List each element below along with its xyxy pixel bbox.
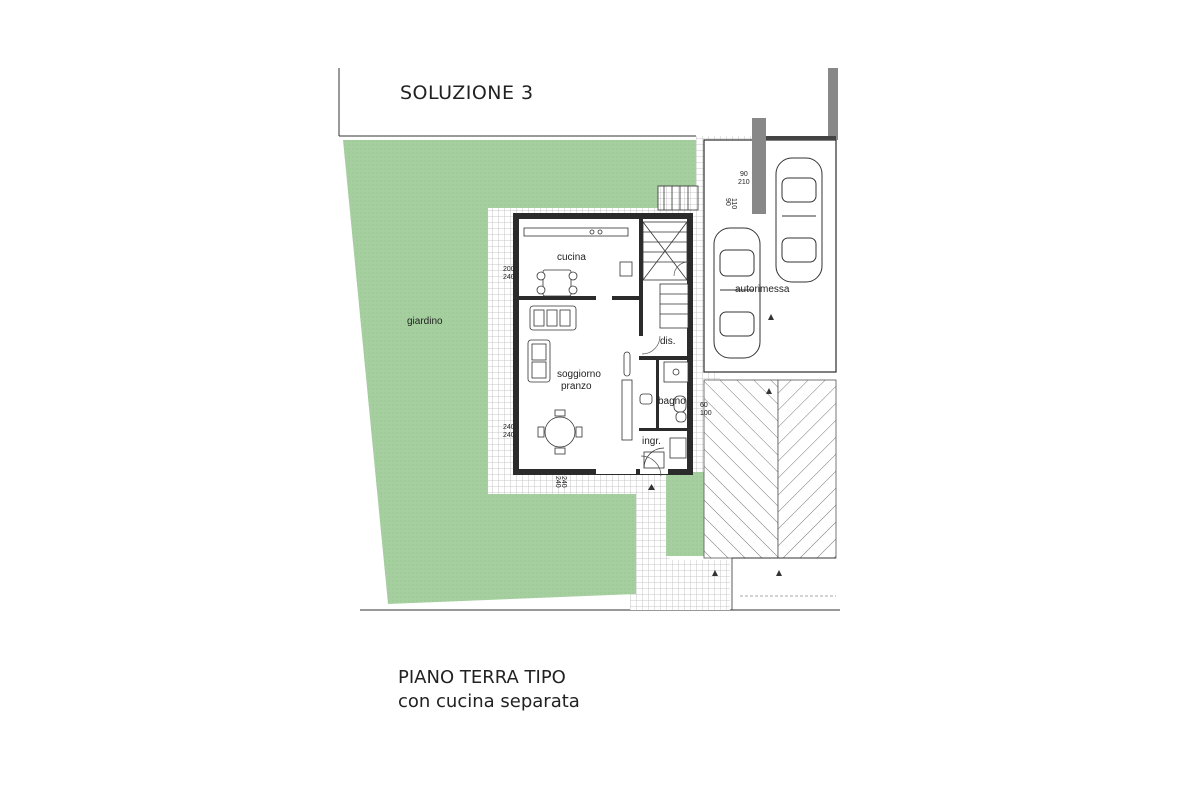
staircase: [642, 185, 699, 329]
room-label-giardino: giardino: [407, 316, 443, 327]
car-left: [713, 227, 761, 359]
room-label-cucina: cucina: [557, 252, 586, 263]
dim-bottom-top: 240: [560, 476, 567, 488]
dim-pranzo-top: 240: [503, 424, 515, 431]
caption-subtitle: con cucina separata: [398, 691, 580, 712]
room-label-pranzo: pranzo: [561, 381, 592, 392]
room-label-bagno: bagno: [658, 396, 686, 407]
dim-pranzo-bottom: 240: [503, 432, 515, 439]
dim-garage-door-bottom: 210: [738, 179, 750, 186]
caption-title: PIANO TERRA TIPO: [398, 667, 566, 688]
room-label-soggiorno: soggiorno: [557, 369, 601, 380]
car-right: [775, 157, 823, 283]
dim-garage-door-top: 90: [740, 171, 748, 178]
room-label-dis: dis.: [660, 336, 676, 347]
door-swings: [640, 261, 689, 477]
dim-cucina-bottom: 240: [503, 274, 515, 281]
dim-stair-door-top: 90: [724, 198, 731, 206]
dim-bagno-bottom: 100: [700, 410, 712, 417]
dim-cucina-top: 200: [503, 266, 515, 273]
driveway: [703, 379, 837, 610]
living-furniture: [527, 305, 633, 455]
garden-area: [343, 140, 696, 604]
bathroom-fixtures: [639, 361, 689, 469]
room-label-autorimessa: autorimessa: [735, 284, 790, 295]
entry-markers: [648, 314, 782, 576]
kitchen-furniture: [523, 227, 633, 297]
drawing-title: SOLUZIONE 3: [400, 82, 534, 104]
dim-stair-door-bottom: 110: [730, 198, 737, 209]
dim-bagno-top: 60: [700, 402, 708, 409]
room-label-ingresso: ingr.: [642, 436, 661, 447]
dim-bottom-bottom: 240: [554, 476, 561, 488]
